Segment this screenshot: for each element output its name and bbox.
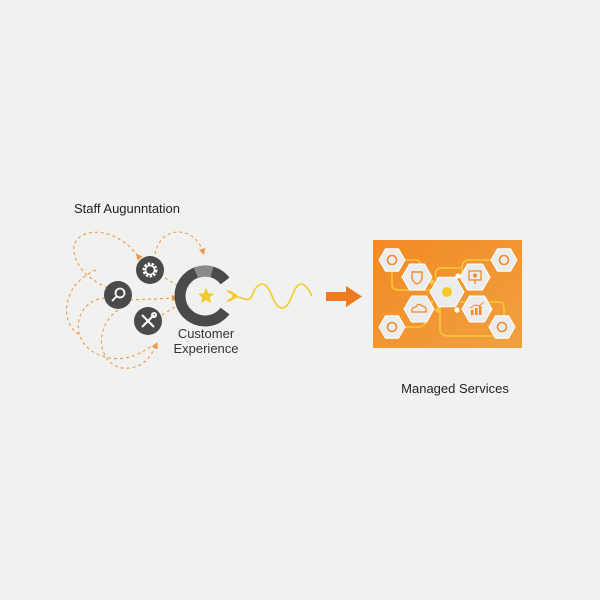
tools-icon [141,312,157,328]
hexagon-port [490,248,518,272]
port-circle-icon [386,254,398,266]
port-circle-icon [496,321,508,333]
hexagon-bar-chart [461,295,493,323]
transition-arrow-icon [326,286,362,307]
cloud-icon [411,303,427,313]
circuit-nodes [429,273,461,313]
label-line-1: Customer [177,326,235,341]
wave-connector [232,283,313,309]
port-circle-icon [386,321,398,333]
bar-chart-icon [469,301,485,315]
managed-services-title: Managed Services [401,381,509,396]
shield-icon [411,271,423,285]
star-icon [198,288,214,303]
core-dot-icon [442,287,452,297]
customer-experience-label: Customer Experience [165,326,247,356]
staff-augmentation-title: Staff Augunntation [74,201,181,216]
tools-node [134,307,162,335]
search-node [104,281,132,309]
presentation-icon [468,270,482,284]
hexagon-cloud [403,295,435,323]
label-line-2: Experience [173,341,239,356]
managed-services-panel [373,240,522,348]
gear-icon [142,262,158,278]
hexagon-port [488,315,516,339]
hexagon-nodes [378,248,518,339]
gear-node [136,256,164,284]
dashed-flow-arrows [66,231,206,369]
hexagon-port [378,315,406,339]
search-icon [111,287,126,302]
hexagon-presentation [459,263,491,291]
hexagon-port [378,248,406,272]
hexagon-core [429,276,465,308]
port-circle-icon [498,254,510,266]
customer-experience-ring [174,265,230,327]
hexagon-shield [401,263,433,291]
